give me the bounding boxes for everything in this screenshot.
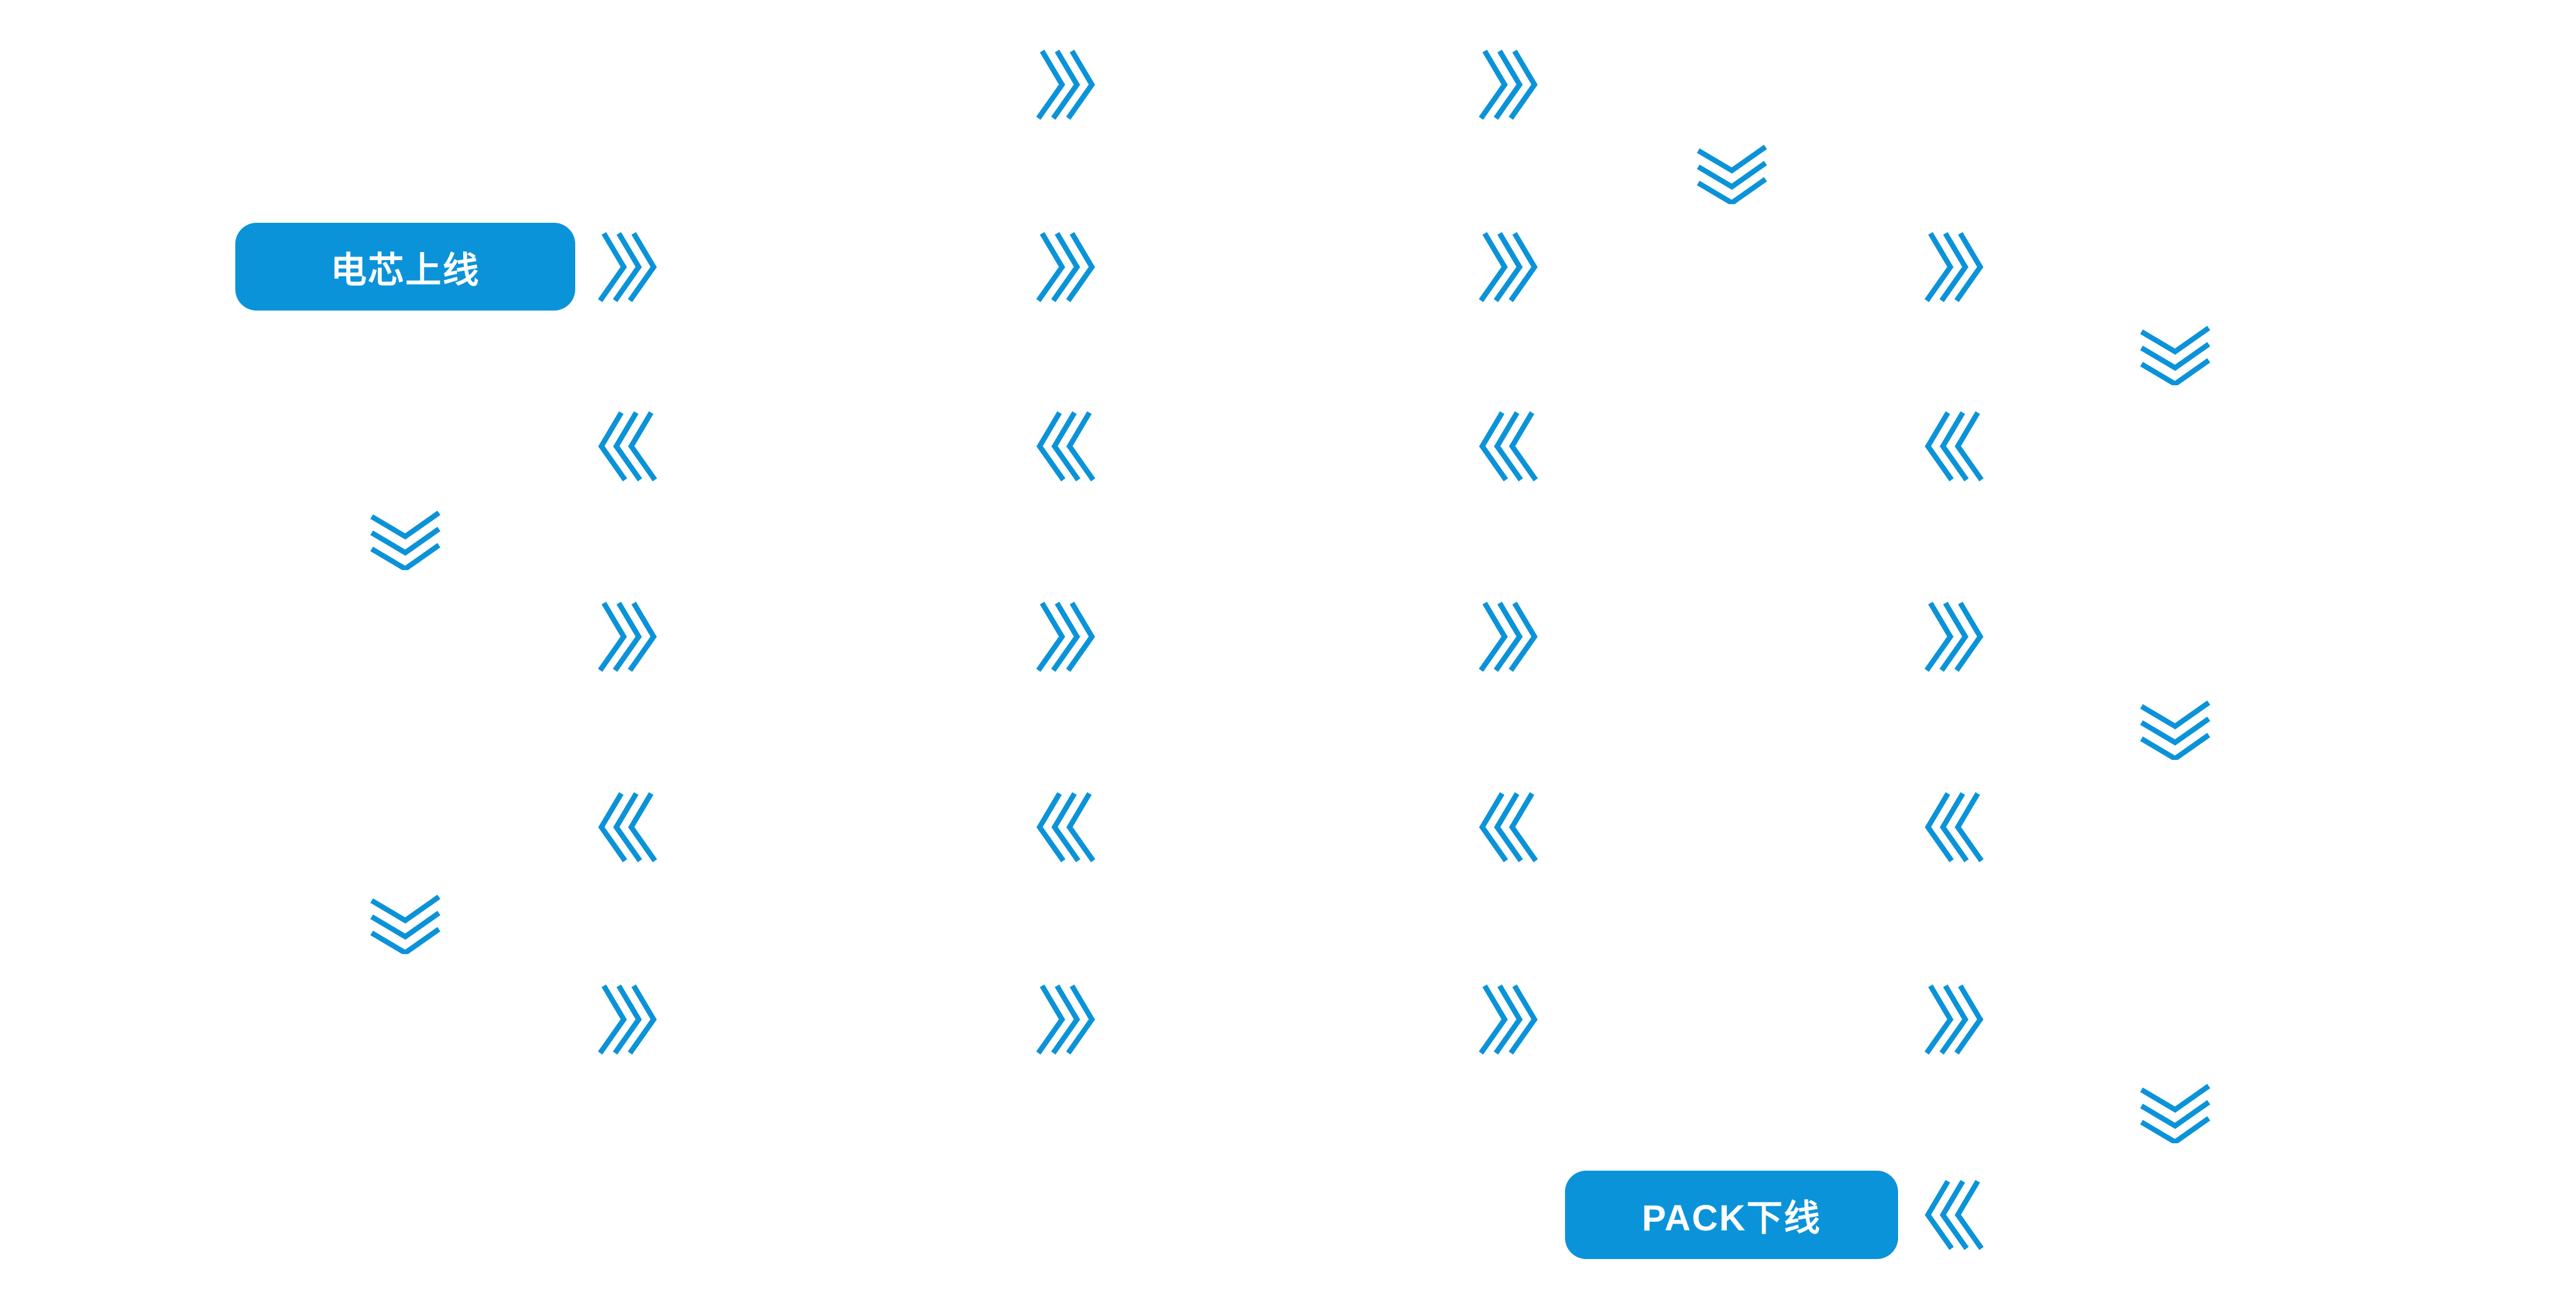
chevron-right-icon xyxy=(1478,231,1538,303)
chevron-right-icon xyxy=(598,601,657,673)
chevron-right-icon xyxy=(598,983,657,1056)
chevron-right-icon xyxy=(1036,601,1096,673)
chevron-down-icon xyxy=(2139,325,2211,388)
chevron-down-icon xyxy=(369,894,441,957)
chevron-right-icon xyxy=(598,231,657,303)
chevron-down-icon xyxy=(369,510,441,573)
chevron-down-icon xyxy=(2139,1084,2211,1146)
end-node-pack-offline[interactable]: PACK下线 xyxy=(1565,1171,1898,1259)
chevron-right-icon xyxy=(1478,49,1538,121)
chevron-right-icon xyxy=(1924,983,1984,1056)
chevron-left-icon xyxy=(598,791,657,863)
start-node-label: 电芯上线 xyxy=(330,250,480,291)
chevron-right-icon xyxy=(1478,601,1538,673)
chevron-right-icon xyxy=(1478,983,1538,1056)
chevron-right-icon xyxy=(1924,601,1984,673)
chevron-left-icon xyxy=(1924,1179,1984,1251)
chevron-left-icon xyxy=(1924,410,1984,482)
chevron-right-icon xyxy=(1036,983,1096,1056)
chevron-left-icon xyxy=(1478,410,1538,482)
chevron-down-icon xyxy=(2139,700,2211,762)
chevron-left-icon xyxy=(1478,791,1538,863)
end-node-label: PACK下线 xyxy=(1642,1198,1822,1238)
chevron-right-icon xyxy=(1036,231,1096,303)
chevron-left-icon xyxy=(1036,410,1096,482)
chevron-left-icon xyxy=(598,410,657,482)
chevron-left-icon xyxy=(1036,791,1096,863)
chevron-left-icon xyxy=(1924,791,1984,863)
chevron-right-icon xyxy=(1036,49,1096,121)
start-node-cell-loading[interactable]: 电芯上线 xyxy=(235,223,575,311)
chevron-right-icon xyxy=(1924,231,1984,303)
chevron-down-icon xyxy=(1696,144,1768,207)
